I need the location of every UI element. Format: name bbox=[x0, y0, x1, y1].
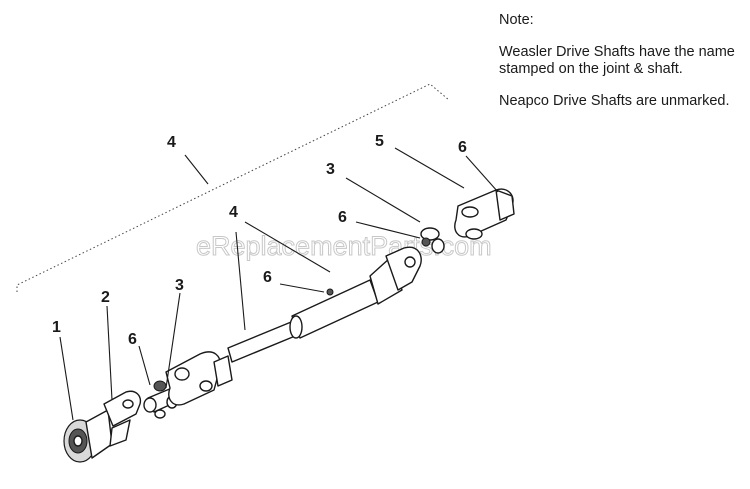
callout-3-right: 3 bbox=[326, 161, 335, 178]
note-block: Note: Weasler Drive Shafts have the name… bbox=[499, 12, 747, 125]
note-heading: Note: bbox=[499, 12, 534, 28]
callout-6-left: 6 bbox=[128, 331, 137, 348]
callout-1: 1 bbox=[52, 319, 61, 336]
watermark: eReplacementParts.com bbox=[196, 231, 492, 261]
grease-fitting bbox=[326, 288, 334, 296]
part-3-cross-right bbox=[420, 227, 445, 254]
leader-6-right bbox=[465, 155, 499, 193]
leader-2 bbox=[106, 305, 113, 401]
part-6-yoke-right bbox=[454, 188, 515, 240]
callout-6-mid: 6 bbox=[338, 209, 347, 226]
callout-4-mid: 4 bbox=[229, 204, 238, 221]
callout-6-right: 6 bbox=[458, 139, 467, 156]
leader-5 bbox=[394, 147, 465, 189]
part-4-outer-tube bbox=[289, 246, 422, 339]
leader-4-top bbox=[184, 154, 209, 185]
part-2-yoke bbox=[103, 390, 142, 447]
leader-3-left bbox=[165, 292, 181, 389]
callout-6-center: 6 bbox=[263, 269, 272, 286]
note-weasler: Weasler Drive Shafts have the name stamp… bbox=[499, 44, 735, 77]
leader-6-left bbox=[138, 345, 151, 386]
leader-6-mid bbox=[355, 221, 421, 239]
part-1-yoke-bearing bbox=[63, 409, 113, 463]
leader-4-mid bbox=[235, 231, 246, 331]
callout-4-top: 4 bbox=[167, 134, 176, 151]
leader-4-tube bbox=[244, 221, 331, 273]
callout-5: 5 bbox=[375, 133, 384, 150]
leader-1 bbox=[59, 336, 74, 421]
callout-2: 2 bbox=[101, 289, 110, 306]
leader-3-right bbox=[345, 177, 421, 223]
callout-3-left: 3 bbox=[175, 277, 184, 294]
part-4-inner-shaft-yoke bbox=[165, 319, 301, 406]
note-neapco: Neapco Drive Shafts are unmarked. bbox=[499, 93, 730, 109]
leader-6-center bbox=[279, 283, 325, 293]
assembly-bracket bbox=[16, 83, 450, 292]
